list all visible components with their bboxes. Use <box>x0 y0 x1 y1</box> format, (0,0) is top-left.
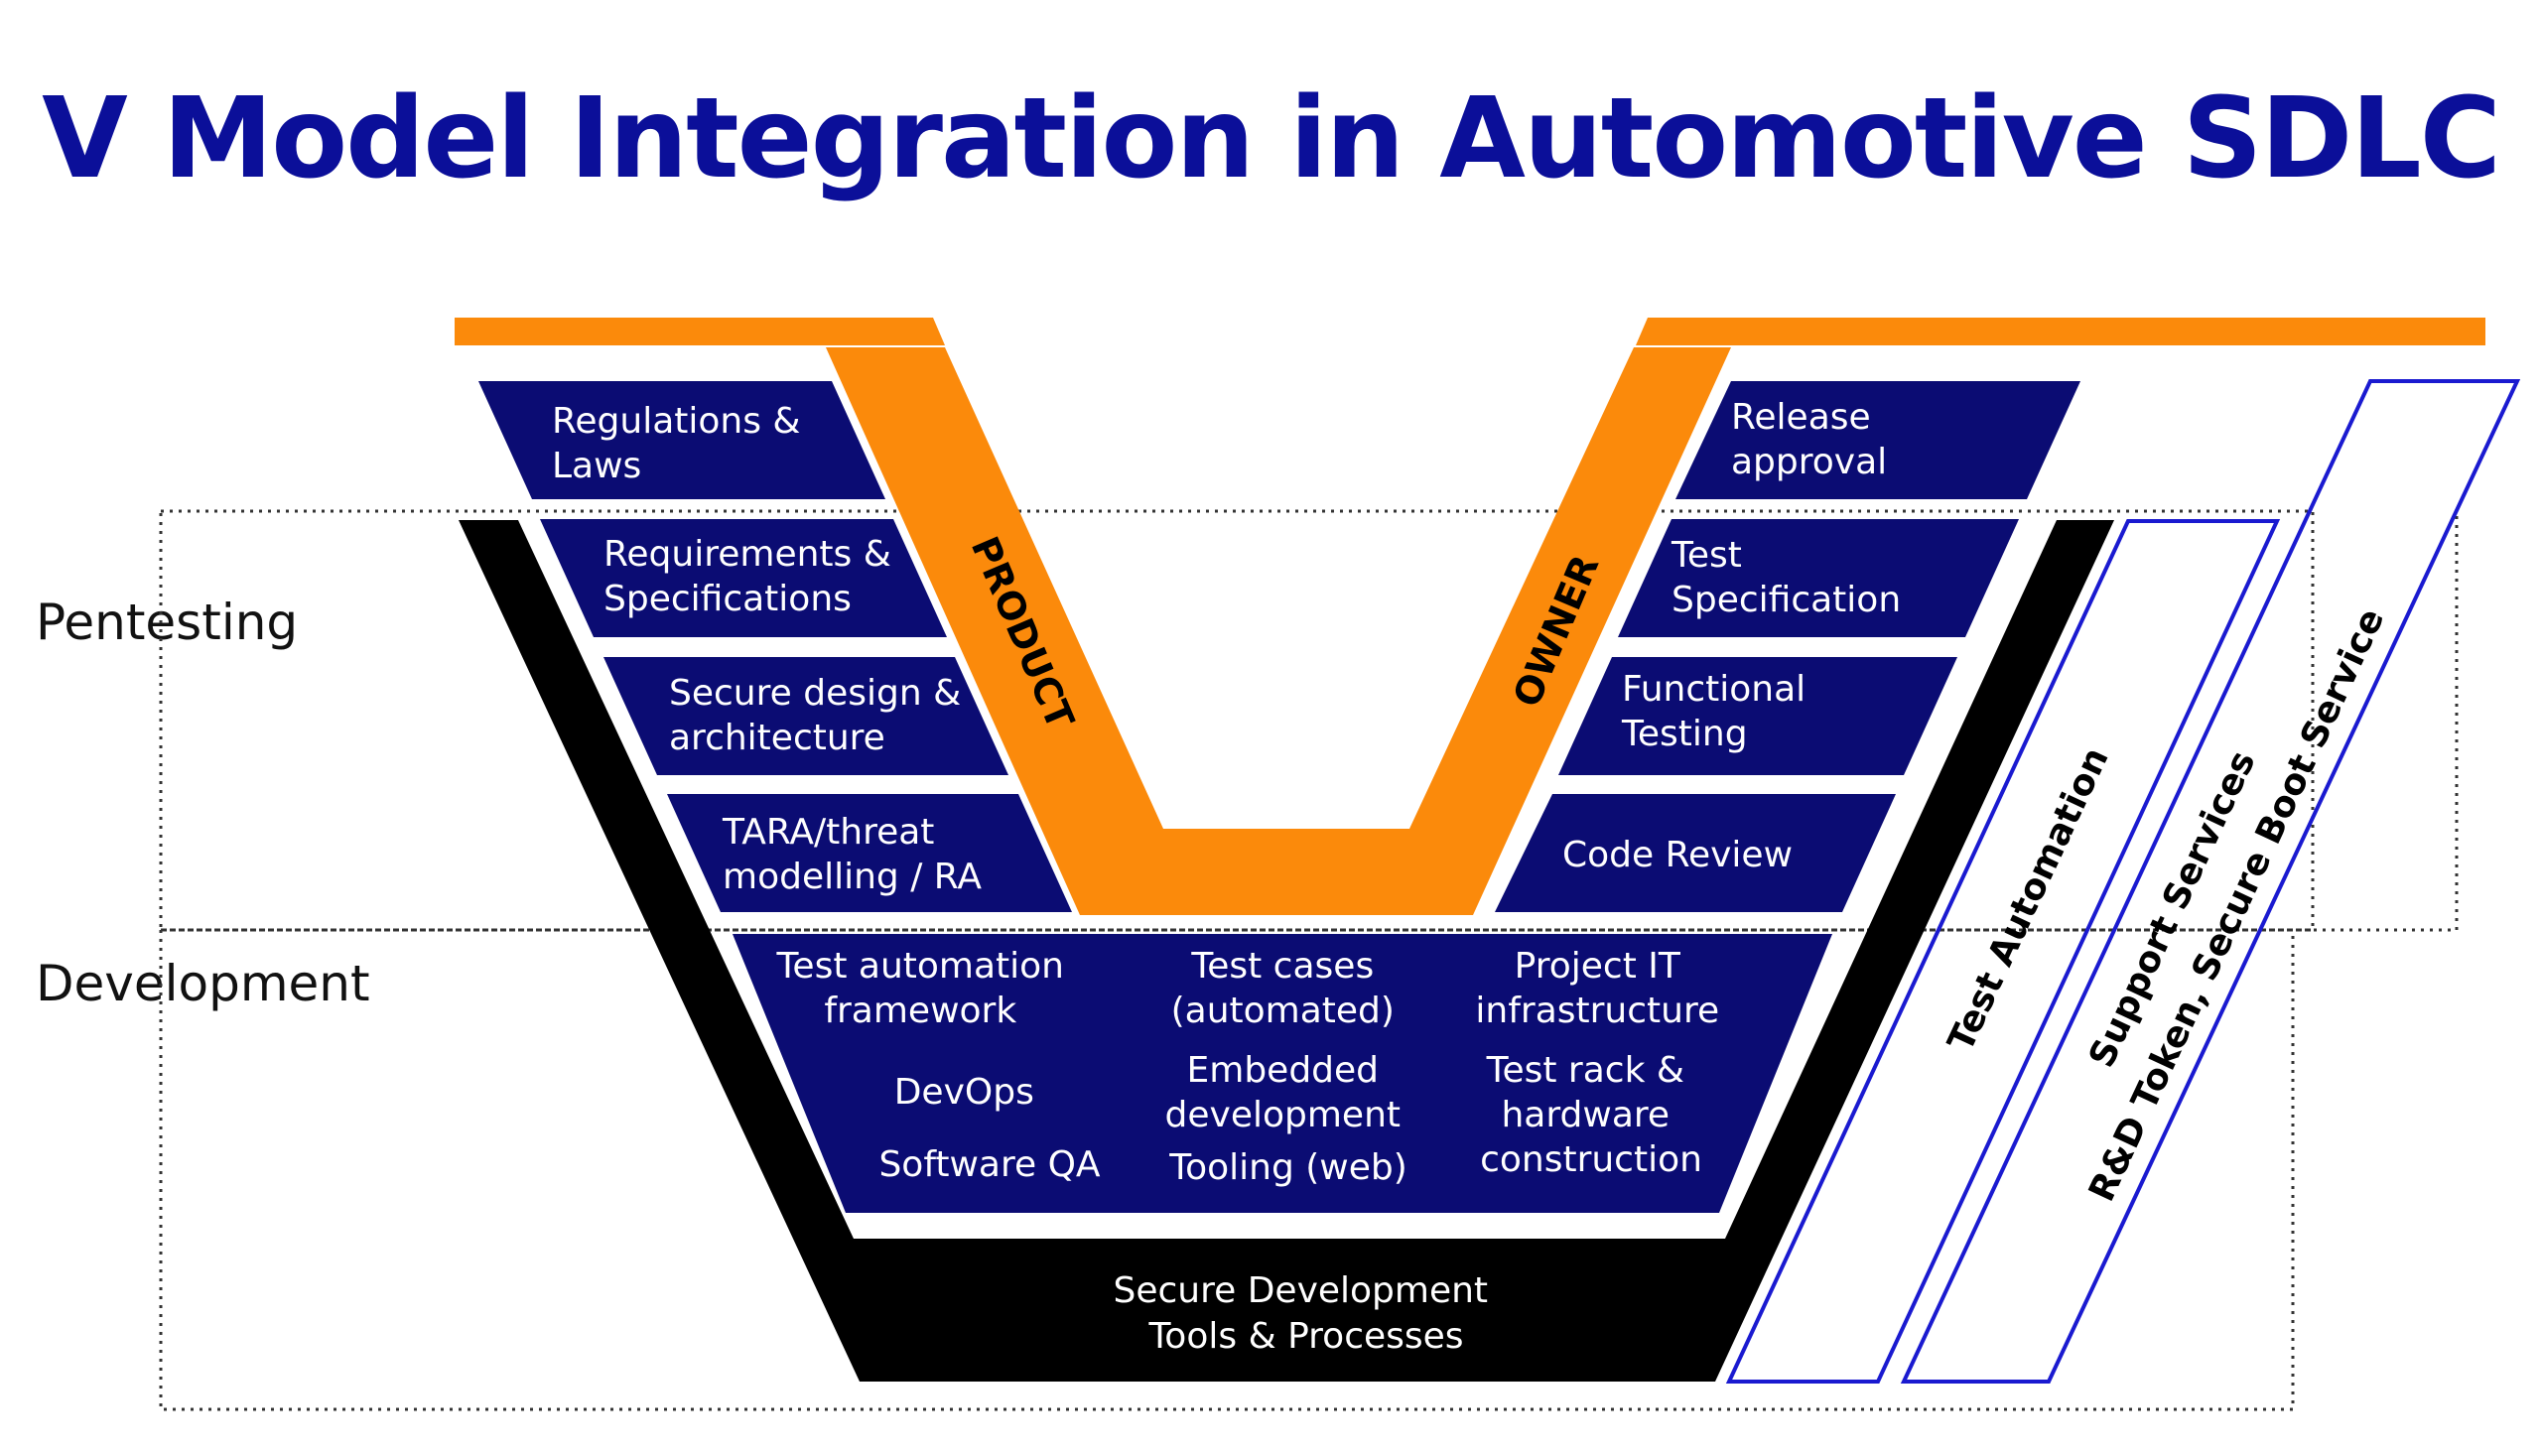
product-owner-v-shape <box>826 347 1731 915</box>
development-region-outline-path <box>159 516 2459 1411</box>
left-step-2-line2: Specifications <box>603 579 852 619</box>
right-step-2 <box>1618 519 2019 637</box>
section-label-development: Development <box>36 955 370 1012</box>
right-step-2-line1: Test <box>1671 535 1742 576</box>
svg-text:Test cases (automated): Test cases (automated) Embedded developm… <box>1165 946 1412 1188</box>
dev-col3-line3: Test rack & <box>1486 1050 1684 1091</box>
dev-col3-line1: Project IT <box>1515 946 1681 987</box>
dev-col1-softwareqa: Software QA <box>878 1144 1100 1185</box>
dev-col3-line5: construction <box>1480 1139 1702 1180</box>
right-step-4-label: Code Review <box>1562 835 1793 875</box>
foundation-line1: Secure Development <box>1113 1270 1488 1311</box>
dev-col1-devops: DevOps <box>894 1072 1034 1113</box>
right-step-1-line1: Release <box>1731 397 1871 438</box>
test-automation-band <box>1725 519 2281 1384</box>
right-step-3-line2: Testing <box>1621 714 1748 754</box>
pentesting-region-outline <box>159 509 2315 932</box>
svg-text:Test automation framework: Test automation framework DevOps Softwar… <box>776 946 1101 1185</box>
left-step-2 <box>540 519 947 637</box>
page-title: V Model Integration in Automotive SDLC <box>42 74 2501 203</box>
left-step-4-line2: modelling / RA <box>723 857 982 897</box>
left-step-3-line1: Secure design & <box>669 673 961 714</box>
dev-col2-line1: Test cases <box>1190 946 1374 987</box>
svg-text:Regulations &Laws: Regulations &Laws <box>552 401 801 486</box>
left-step-1 <box>478 381 885 499</box>
left-step-1-line2: Laws <box>552 446 641 486</box>
dev-col3-line4: hardware <box>1501 1095 1670 1135</box>
svg-text:Secure Development Tools &: Secure Development Tools & Processes <box>1113 1270 1499 1357</box>
right-step-3 <box>1558 657 1957 775</box>
dev-col1-line2: framework <box>824 991 1016 1031</box>
dev-col2-line2: (automated) <box>1171 991 1395 1031</box>
left-step-3-line2: architecture <box>669 718 885 758</box>
left-step-4 <box>667 794 1072 912</box>
dev-col2-line3: Embedded <box>1187 1050 1380 1091</box>
left-step-1-line1: Regulations & <box>552 401 801 442</box>
right-step-1 <box>1675 381 2080 499</box>
left-step-2-line1: Requirements & <box>603 534 891 575</box>
left-step-4-line1: TARA/threat <box>722 812 934 853</box>
right-step-4 <box>1495 794 1896 912</box>
development-block <box>733 934 1832 1213</box>
orange-top-bar-right <box>1636 318 2485 345</box>
svg-text:Secure design &architecture: Secure design &architecture <box>669 673 961 758</box>
svg-text:Project IT infrastructure: Project IT infrastructure Test rack & ha… <box>1475 946 1730 1180</box>
dev-col3-line2: infrastructure <box>1475 991 1719 1031</box>
foundation-line2: Tools & Processes <box>1147 1316 1463 1357</box>
right-step-3-line1: Functional <box>1622 669 1805 710</box>
support-services-band <box>1900 379 2521 1384</box>
left-step-3 <box>603 657 1008 775</box>
section-label-pentesting: Pentesting <box>36 594 299 651</box>
dev-col1-line1: Test automation <box>776 946 1064 987</box>
right-step-1-line2: approval <box>1731 442 1887 482</box>
orange-top-bar-left <box>455 318 945 345</box>
svg-text:Requirements &Specifications: Requirements &Specifications <box>603 534 891 619</box>
dev-col2-tooling: Tooling (web) <box>1168 1147 1407 1188</box>
dev-col2-line4: development <box>1165 1095 1401 1135</box>
right-step-2-line2: Specification <box>1672 580 1901 620</box>
